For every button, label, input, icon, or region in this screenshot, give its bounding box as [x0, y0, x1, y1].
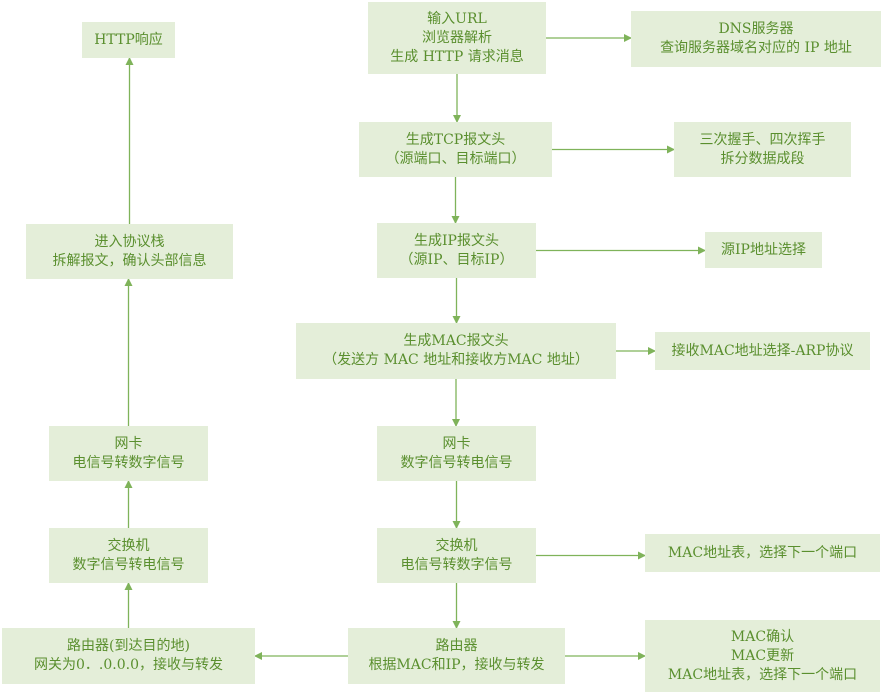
node-text-line: 查询服务器域名对应的 IP 地址 — [660, 40, 852, 56]
node-text-line: 接收MAC地址选择-ARP协议 — [671, 342, 854, 359]
node-text-line: 源IP地址选择 — [721, 241, 806, 258]
node-text-line: 生成MAC报文头 — [403, 333, 509, 349]
router-right-node: 路由器根据MAC和IP，接收与转发 — [348, 628, 565, 684]
protocol-stack-node: 进入协议栈拆解报文，确认头部信息 — [26, 224, 233, 279]
arp-node: 接收MAC地址选择-ARP协议 — [655, 332, 870, 370]
node-text-line: 拆解报文，确认头部信息 — [52, 252, 207, 269]
mac-confirm-node: MAC确认 MAC更新 MAC地址表，选择下一个端口 — [645, 620, 880, 692]
node-text-line: MAC地址表，选择下一个端口 — [667, 666, 858, 683]
node-text-line: 拆分数据成段 — [720, 150, 805, 167]
node-text-line: 进入协议栈 — [94, 233, 165, 250]
node-text-line: 网卡 — [442, 435, 471, 452]
mac-table-node: MAC地址表，选择下一个端口 — [645, 534, 880, 572]
switch-left-node: 交换机数字信号转电信号 — [49, 528, 208, 583]
mac-header-node: 生成MAC报文头 （发送方 MAC 地址和接收方MAC 地址） — [296, 323, 616, 379]
nic-right-node: 网卡数字信号转电信号 — [377, 426, 536, 481]
node-text-line: 生成 HTTP 请求消息 — [390, 48, 524, 65]
ip-header-node: 生成IP报文头 （源IP、目标IP） — [377, 223, 536, 278]
http-response-node: HTTP响应 — [82, 22, 175, 58]
node-text-line: 电信号转数字信号 — [400, 556, 513, 573]
node-text-line: 路由器 — [435, 638, 478, 654]
node-text-line: 网关为0．.0.0.0，接收与转发 — [34, 657, 223, 673]
handshake-node: 三次握手、四次挥手拆分数据成段 — [674, 122, 851, 177]
node-text-line: 数字信号转电信号 — [72, 556, 185, 573]
node-text-line: 输入URL — [427, 10, 487, 27]
node-text-line: 三次握手、四次挥手 — [699, 131, 826, 148]
node-text-line: MAC更新 — [730, 647, 795, 664]
node-text-line: MAC确认 — [730, 628, 795, 645]
ip-select-node: 源IP地址选择 — [705, 232, 822, 268]
node-text-line: 根据MAC和IP，接收与转发 — [368, 657, 545, 673]
node-text-line: 浏览器解析 — [422, 29, 492, 46]
node-text-line: HTTP响应 — [94, 31, 163, 48]
node-text-line: 路由器(到达目的地) — [67, 638, 190, 654]
node-text-line: 生成TCP报文头 — [405, 131, 506, 148]
node-text-line: 网卡 — [114, 435, 143, 452]
node-text-line: 交换机 — [435, 537, 478, 554]
node-text-line: （源端口、目标端口） — [385, 150, 526, 167]
node-text-line: （发送方 MAC 地址和接收方MAC 地址） — [323, 352, 589, 368]
tcp-header-node: 生成TCP报文头 （源端口、目标端口） — [359, 122, 552, 177]
node-text-line: MAC地址表，选择下一个端口 — [667, 544, 858, 561]
switch-right-node: 交换机电信号转数字信号 — [377, 528, 536, 583]
nic-left-node: 网卡电信号转数字信号 — [49, 426, 208, 481]
node-text-line: 交换机 — [107, 537, 150, 554]
dns-server-node: DNS服务器查询服务器域名对应的 IP 地址 — [631, 11, 881, 67]
node-text-line: 电信号转数字信号 — [72, 454, 185, 471]
node-text-line: 生成IP报文头 — [414, 232, 499, 249]
node-text-line: DNS服务器 — [718, 21, 794, 37]
input-url-node: 输入URL 浏览器解析生成 HTTP 请求消息 — [368, 2, 546, 74]
node-text-line: 数字信号转电信号 — [400, 454, 513, 471]
router-left-node: 路由器(到达目的地) 网关为0．.0.0.0，接收与转发 — [2, 628, 255, 684]
node-text-line: （源IP、目标IP） — [399, 251, 514, 268]
